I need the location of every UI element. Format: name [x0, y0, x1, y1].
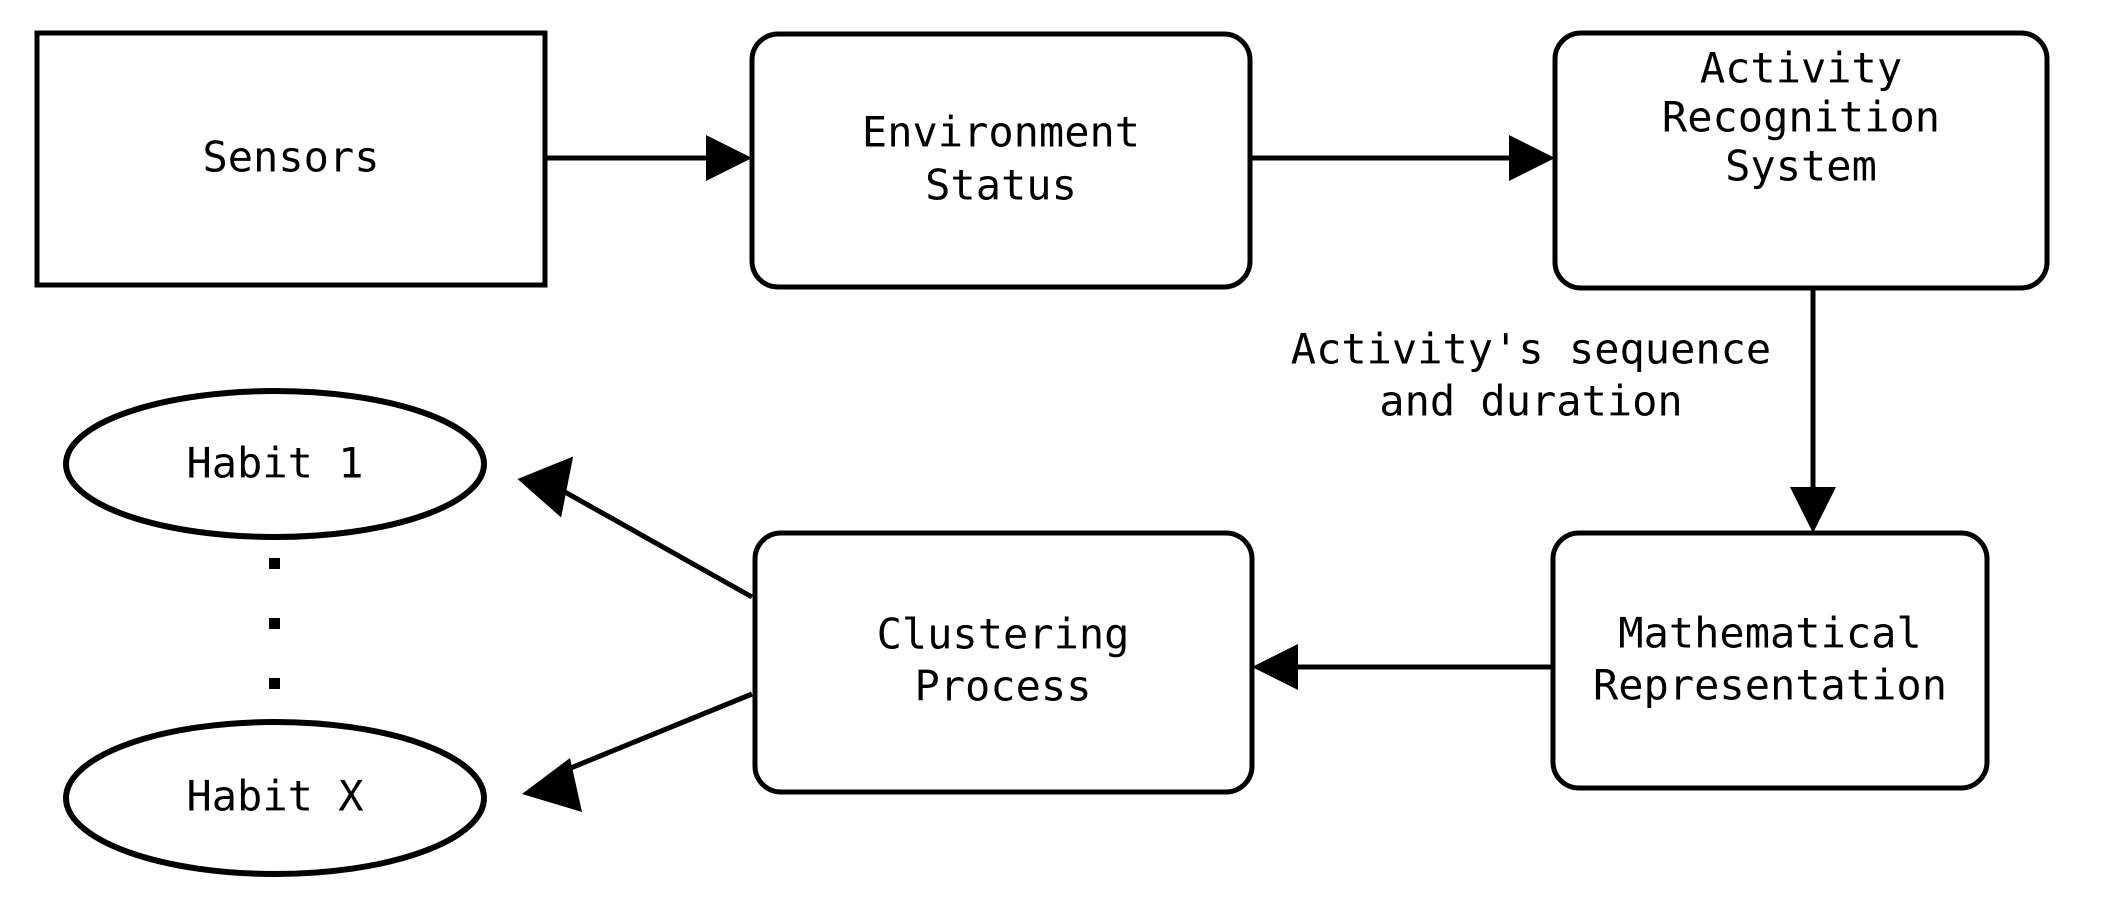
edge-clustering-process-to-habit-1 [517, 456, 754, 600]
activity-recognition-system-label-line-1: Activity [1700, 44, 1902, 93]
clustering-process-box-shape [752, 530, 1255, 795]
edge-environment-status-to-activity-recognition-system [1250, 135, 1555, 181]
node-habit-x[interactable]: Habit X [63, 719, 487, 877]
edge-mathematical-representation-to-clustering-process-arrowhead-icon [1252, 644, 1298, 690]
edge-environment-status-to-activity-recognition-system-arrowhead-icon [1509, 135, 1555, 181]
edge-activity-recognition-system-to-mathematical-representation-arrowhead-icon [1790, 487, 1836, 533]
habit-1-ellipse-shape [63, 388, 487, 540]
activity-recognition-system-label-line-2: Recognition [1662, 93, 1940, 142]
mathematical-representation-box-shape [1550, 530, 1990, 791]
mathematical-representation-label-line-2: Representation [1593, 661, 1947, 710]
edge-activity-recognition-system-to-mathematical-representation: Activity's sequence and duration [1291, 288, 1836, 533]
sensors-label: Sensors [202, 133, 379, 182]
clustering-process-label-line-1: Clustering [877, 610, 1130, 659]
ellipsis-dot-2-icon [269, 618, 280, 629]
edge-clustering-process-to-habit-1-arrowhead-icon [517, 456, 574, 518]
edge-sensors-to-environment-status [545, 135, 752, 181]
edge-clustering-process-to-habit-1-line [554, 484, 754, 600]
edge-label-activity-sequence-line-1: Activity's sequence [1291, 325, 1771, 374]
sensors-box-shape [34, 30, 548, 288]
habit-x-ellipse-shape [63, 719, 487, 877]
node-habit-1[interactable]: Habit 1 [63, 388, 487, 540]
habit-1-label: Habit 1 [186, 439, 363, 488]
edge-mathematical-representation-to-clustering-process [1252, 644, 1553, 690]
mathematical-representation-label-line-1: Mathematical [1618, 609, 1921, 658]
edge-clustering-process-to-habit-x-arrowhead-icon [522, 758, 582, 812]
ellipsis-dot-3-icon [269, 678, 280, 689]
clustering-process-label-line-2: Process [914, 662, 1091, 711]
edge-clustering-process-to-habit-x-line [555, 691, 753, 777]
habits-ellipsis [269, 558, 280, 689]
activity-recognition-system-box-shape [1552, 30, 2050, 291]
ellipsis-dot-1-icon [269, 558, 280, 569]
environment-status-label-line-2: Status [925, 161, 1077, 210]
node-mathematical-representation[interactable]: Mathematical Representation [1550, 530, 1990, 791]
node-clustering-process[interactable]: Clustering Process [752, 530, 1255, 795]
node-activity-recognition-system[interactable]: Activity Recognition System [1552, 30, 2050, 291]
edge-sensors-to-environment-status-arrowhead-icon [706, 135, 752, 181]
node-environment-status[interactable]: Environment Status [749, 31, 1253, 290]
node-sensors[interactable]: Sensors [34, 30, 548, 288]
habit-x-label: Habit X [186, 772, 363, 821]
edge-clustering-process-to-habit-x [522, 691, 753, 812]
environment-status-label-line-1: Environment [862, 108, 1140, 157]
edge-label-activity-sequence-line-2: and duration [1379, 377, 1682, 426]
activity-recognition-system-label-line-3: System [1725, 142, 1877, 191]
